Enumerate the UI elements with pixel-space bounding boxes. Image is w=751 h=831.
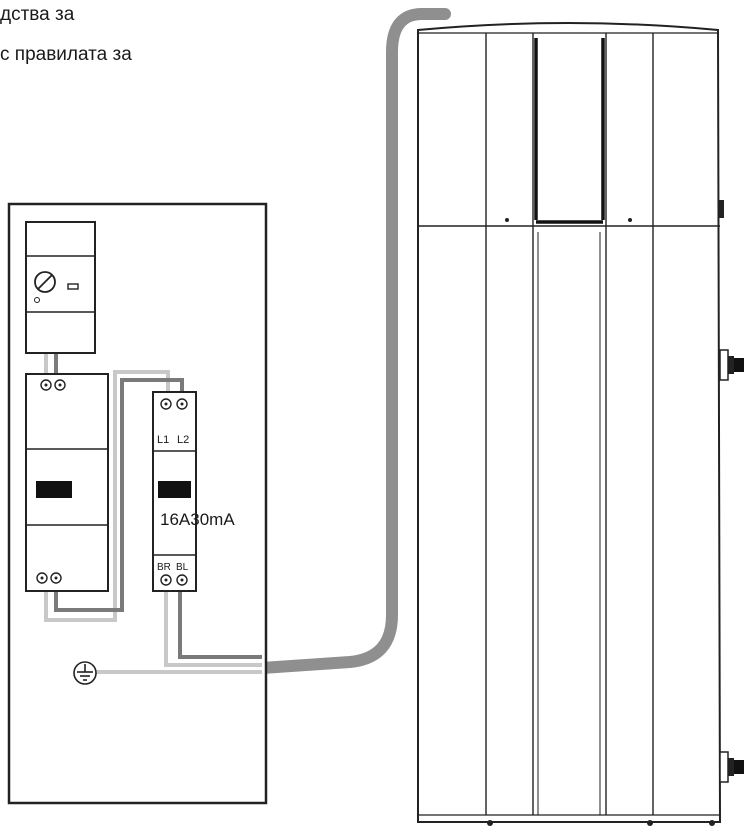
- unit-feet: [487, 820, 715, 826]
- caption-line-2: с правилата за: [0, 44, 132, 65]
- main-breaker: [25, 373, 109, 592]
- power-cable: [256, 8, 451, 674]
- main-breaker-toggle: [36, 481, 72, 498]
- rotary-knob-icon: [34, 271, 56, 303]
- ground-symbol-icon: [73, 661, 97, 685]
- rcd-toggle: [158, 481, 191, 498]
- terminal-l2-label: L2: [177, 434, 189, 446]
- upper-side-knob: [719, 200, 724, 218]
- electrical-panel: L1 L2 16A30mA BR BL: [7, 202, 268, 805]
- terminal-bl-label: BL: [176, 562, 189, 573]
- terminal-br-label: BR: [157, 562, 171, 573]
- rcd-breaker: L1 L2 16A30mA BR BL: [152, 391, 235, 592]
- isolator-module: [25, 221, 96, 354]
- rcd-rating-label: 16A30mA: [160, 510, 235, 529]
- heat-pump-unit: [417, 22, 744, 826]
- rcd-bottom-terminals: [160, 574, 188, 586]
- rcd-top-terminals: [160, 398, 188, 410]
- main-breaker-top-terminals: [40, 379, 66, 391]
- terminal-l1-label: L1: [157, 434, 169, 446]
- main-breaker-bottom-terminals: [36, 572, 62, 584]
- lower-pipe-connector: [719, 751, 744, 783]
- upper-pipe-connector: [719, 349, 744, 381]
- caption-line-1: дства за: [0, 4, 75, 25]
- panel-wiring: [44, 352, 262, 674]
